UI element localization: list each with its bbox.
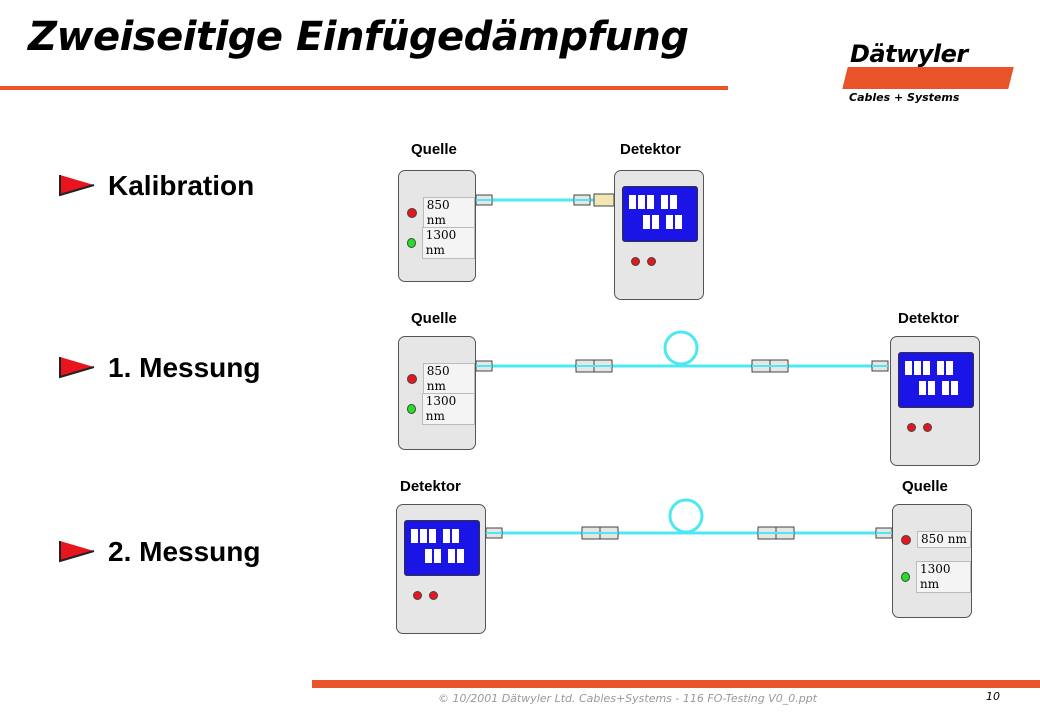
fiber-loop-icon (668, 498, 704, 534)
company-logo-subtitle: Cables + Systems (849, 91, 960, 104)
page-number: 10 (986, 690, 1000, 703)
measurement1-left-label: Quelle (411, 310, 457, 327)
wavelength-850: 850 nm (917, 531, 971, 548)
light-source-device: 850 nm 1300 nm (892, 504, 972, 618)
page-title: Zweiseitige Einfügedämpfung (28, 14, 689, 60)
detector-device (890, 336, 980, 466)
bullet-measurement-1: 1. Messung (58, 348, 260, 388)
flag-bullet-icon (59, 357, 95, 379)
led-red-icon (901, 534, 911, 545)
wavelength-850: 850 nm (422, 363, 475, 395)
calibration-fiber (475, 193, 615, 207)
detector-led-icon (907, 423, 916, 432)
flag-bullet-icon (59, 175, 95, 197)
measurement1-fiber (475, 330, 889, 373)
led-red-icon (407, 208, 417, 218)
detector-display (898, 352, 974, 408)
led-red-icon (407, 374, 417, 384)
bullet-measurement-2: 2. Messung (58, 532, 260, 572)
wavelength-850: 850 nm (422, 197, 475, 229)
detector-led-icon (413, 591, 422, 600)
light-source-device: 850 nm 1300 nm (398, 170, 476, 282)
detector-device (614, 170, 704, 300)
adapter-icon (593, 193, 615, 207)
detector-device (396, 504, 486, 634)
company-logo-name: Dätwyler (850, 40, 968, 68)
bullet-calibration: Kalibration (58, 166, 254, 206)
detector-led-icon (923, 423, 932, 432)
light-source-device: 850 nm 1300 nm (398, 336, 476, 450)
detector-led-icon (429, 591, 438, 600)
led-green-icon (407, 238, 416, 248)
bullet-label: Kalibration (108, 170, 255, 201)
detector-display (622, 186, 698, 242)
flag-bullet-icon (59, 541, 95, 563)
wavelength-1300: 1300 nm (916, 561, 971, 593)
footer-rule (312, 680, 1040, 688)
detector-led-icon (647, 257, 656, 266)
bullet-label: 2. Messung (108, 536, 261, 567)
measurement1-right-label: Detektor (898, 310, 959, 327)
footer-copyright: © 10/2001 Dätwyler Ltd. Cables+Systems -… (438, 692, 817, 705)
led-green-icon (407, 404, 416, 414)
wavelength-1300: 1300 nm (421, 393, 475, 425)
calibration-right-label: Detektor (620, 141, 681, 158)
title-underline (0, 86, 728, 90)
led-green-icon (901, 572, 911, 582)
measurement2-right-label: Quelle (902, 478, 948, 495)
calibration-left-label: Quelle (411, 141, 457, 158)
measurement2-fiber (485, 498, 893, 540)
fiber-loop-icon (663, 330, 699, 366)
wavelength-1300: 1300 nm (421, 227, 475, 259)
detector-led-icon (631, 257, 640, 266)
measurement2-left-label: Detektor (400, 478, 461, 495)
detector-display (404, 520, 480, 576)
bullet-label: 1. Messung (108, 352, 261, 383)
